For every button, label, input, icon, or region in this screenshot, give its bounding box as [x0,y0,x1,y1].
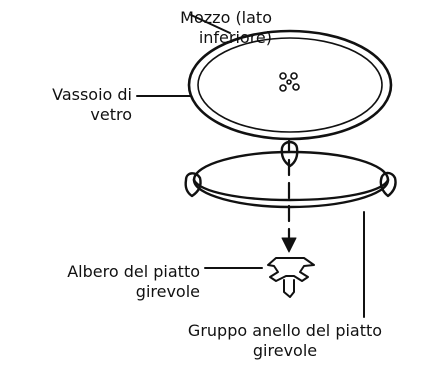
assembly-arrow-head [281,237,297,253]
callout-ring: Gruppo anello del piatto girevole [140,321,430,361]
callout-ring-line2: girevole [252,341,318,360]
callout-tray-line2: vetro [90,105,132,124]
callout-tray-line1: Vassoio di [52,85,132,104]
roller-ring [184,140,397,209]
callout-shaft: Albero del piatto girevole [4,262,200,302]
callout-hub: Mozzo (lato inferiore) [114,8,272,48]
callout-ring-line1: Gruppo anello del piatto [187,321,383,340]
hub-marks [279,72,300,92]
callout-hub-line2: inferiore) [198,28,272,47]
turntable-shaft [267,257,315,298]
callout-hub-line1: Mozzo (lato [180,8,272,27]
callout-shaft-line1: Albero del piatto [67,262,200,281]
callout-shaft-line2: girevole [135,282,200,301]
leader-lines [136,14,365,318]
callout-tray: Vassoio di vetro [14,85,132,125]
glass-tray [187,29,393,141]
